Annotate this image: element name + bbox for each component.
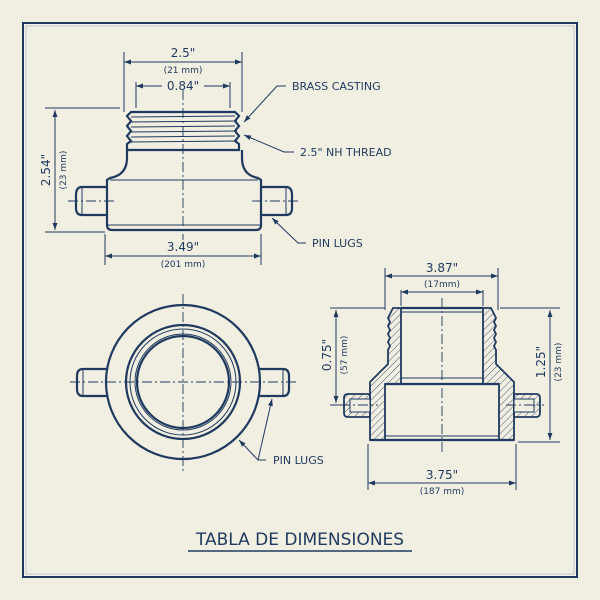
bore-circle — [135, 334, 231, 430]
pin-lug-right — [261, 185, 294, 217]
dim-base-width: 3.49" — [167, 240, 199, 254]
callout-pin-lugs-plan: PIN LUGS — [273, 454, 324, 467]
drawing-title: TABLA DE DIMENSIONES — [195, 530, 404, 550]
section-wall-left — [369, 307, 402, 441]
callout-pin-lugs-front: PIN LUGS — [312, 237, 363, 250]
thread-section — [125, 110, 241, 152]
section-dim-left-height: 0.75" — [320, 339, 334, 371]
dim-top-width-mm: (21 mm) — [164, 66, 203, 76]
dim-base-width-mm: (201 mm) — [161, 260, 206, 270]
sheet-border-inner — [25, 25, 575, 575]
callout-brass-casting: BRASS CASTING — [292, 80, 381, 93]
plan-pin-lug-left — [75, 367, 108, 398]
section-dim-base-width: 3.75" — [426, 468, 458, 482]
sheet-border — [22, 22, 578, 578]
section-dim-base-width-mm: (187 mm) — [420, 487, 465, 497]
dim-thread-width: 0.84" — [167, 79, 199, 93]
section-dim-right-height: 1.25" — [534, 346, 548, 378]
plan-pin-lug-right — [258, 367, 291, 398]
thread-outer-circle — [124, 323, 242, 441]
dim-height-mm: (23 mm) — [59, 151, 69, 190]
pin-lug-left — [74, 185, 107, 217]
dim-top-width: 2.5" — [171, 46, 196, 60]
plan-view: PIN LUGS — [70, 294, 324, 472]
section-view: 3.87" (17mm) 0.75" (57 mm) 1.25" (23 mm)… — [320, 261, 564, 497]
section-dim-top-width-mm: (17mm) — [424, 280, 460, 290]
section-wall-right — [482, 307, 515, 441]
section-dim-left-height-mm: (57 mm) — [340, 336, 350, 375]
callout-nh-thread: 2.5" NH THREAD — [300, 146, 392, 159]
dim-height: 2.54" — [39, 154, 53, 186]
section-dim-right-height-mm: (23 mm) — [554, 343, 564, 382]
section-dim-top-width: 3.87" — [426, 261, 458, 275]
flange-outer-circle — [104, 303, 262, 461]
front-view: 2.5" (21 mm) 0.84" 2.54" (23 mm) 3.49" (… — [39, 46, 392, 270]
casting-body — [105, 150, 263, 232]
